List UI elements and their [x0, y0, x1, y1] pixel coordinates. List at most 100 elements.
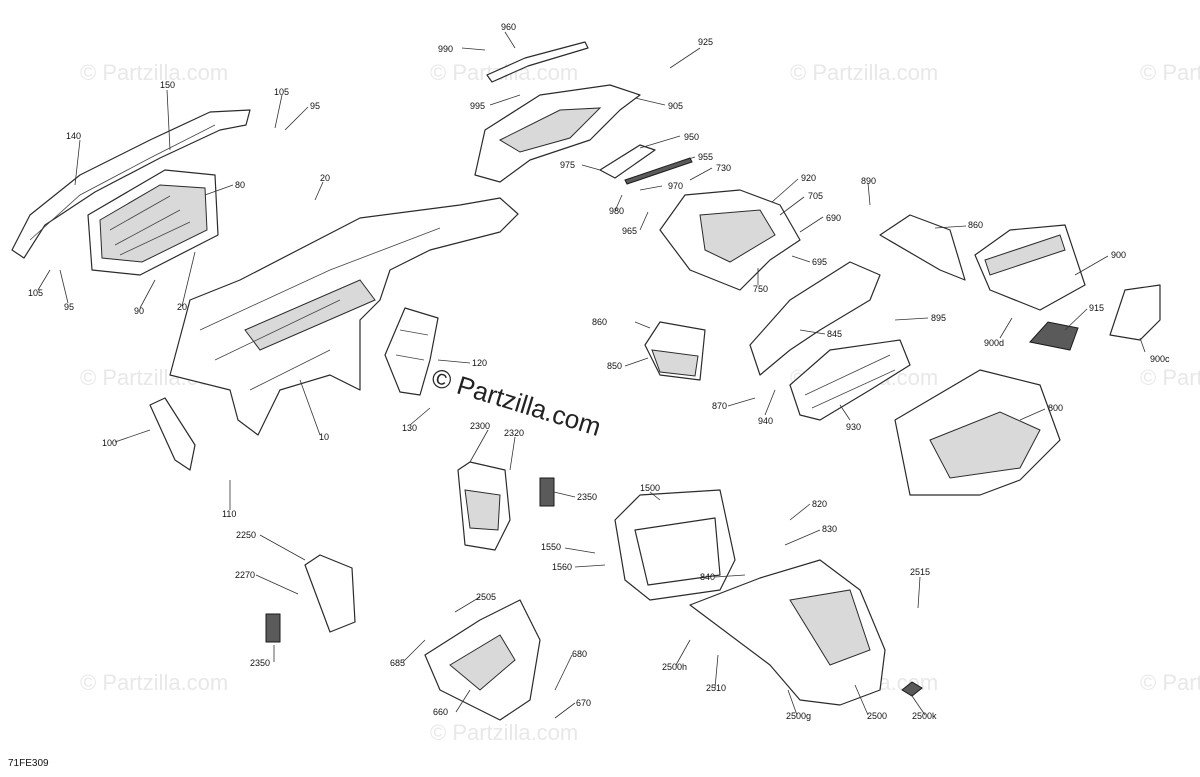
- callout-label: 890: [861, 176, 876, 186]
- part-1500-bezel[interactable]: [614, 489, 736, 601]
- callout-label: 130: [402, 423, 417, 433]
- callout-label: 2500k: [912, 711, 937, 721]
- part-850-box[interactable]: [644, 321, 706, 381]
- part-120-bracket[interactable]: [384, 307, 439, 396]
- watermark: © Partzilla.com: [1140, 670, 1200, 695]
- callout-label: 2505: [476, 592, 496, 602]
- callout-label: 915: [1089, 303, 1104, 313]
- callout-label: 850: [607, 361, 622, 371]
- callout-label: 680: [572, 649, 587, 659]
- part-900-block[interactable]: [974, 224, 1086, 311]
- part-2300-duct[interactable]: [457, 461, 511, 551]
- diagram-code: 71FE309: [8, 758, 49, 769]
- watermark: © Partzilla.com: [1140, 60, 1200, 85]
- part-10-dashboard-frame[interactable]: [169, 197, 519, 436]
- part-2500k-clip[interactable]: [901, 681, 923, 697]
- part-915-grille[interactable]: [1029, 321, 1079, 351]
- callout-label: 105: [28, 288, 43, 298]
- callout-label: 80: [235, 180, 245, 190]
- callout-label: 150: [160, 80, 175, 90]
- callout-label: 705: [808, 191, 823, 201]
- callout-label: 750: [753, 284, 768, 294]
- part-2500-console[interactable]: [689, 559, 886, 706]
- callout-label: 10: [319, 432, 329, 442]
- callout-label: 2510: [706, 683, 726, 693]
- callout-label: 1560: [552, 562, 572, 572]
- part-860-cover[interactable]: [879, 214, 966, 281]
- callout-label: 965: [622, 226, 637, 236]
- callout-label: 900c: [1150, 354, 1170, 364]
- watermark: © Partzilla.com: [80, 670, 228, 695]
- callout-label: 2500: [867, 711, 887, 721]
- leader-lines: [37, 31, 1146, 719]
- callout-label: 2300: [470, 421, 490, 431]
- callout-label: 920: [801, 173, 816, 183]
- callout-label: 695: [812, 257, 827, 267]
- callout-label: 905: [668, 101, 683, 111]
- part-800-housing[interactable]: [894, 369, 1061, 496]
- callout-label: 670: [576, 698, 591, 708]
- callout-label: 990: [438, 44, 453, 54]
- callout-label: 960: [501, 22, 516, 32]
- callout-label: 840: [700, 572, 715, 582]
- part-950-bracket[interactable]: [599, 144, 656, 179]
- callout-label: 860: [968, 220, 983, 230]
- callout-label: 2500h: [662, 662, 687, 672]
- callout-label: 730: [716, 163, 731, 173]
- callout-label: 895: [931, 313, 946, 323]
- part-960-rod[interactable]: [486, 41, 589, 83]
- callout-label: 925: [698, 37, 713, 47]
- callout-label: 820: [812, 499, 827, 509]
- callout-label: 20: [177, 302, 187, 312]
- callout-label: 685: [390, 658, 405, 668]
- callout-label: 95: [64, 302, 74, 312]
- callout-label: 845: [827, 329, 842, 339]
- part-660-lower-panel[interactable]: [424, 599, 541, 721]
- callout-label: 95: [310, 101, 320, 111]
- callout-label: 20: [320, 173, 330, 183]
- part-705-box[interactable]: [659, 189, 801, 291]
- part-900c-panel[interactable]: [1109, 284, 1161, 341]
- callout-label: 2350: [577, 492, 597, 502]
- callout-label: 1500: [640, 483, 660, 493]
- callout-label: 2250: [236, 530, 256, 540]
- callout-label: 900: [1111, 250, 1126, 260]
- callout-label: 870: [712, 401, 727, 411]
- part-100-side-piece[interactable]: [149, 397, 196, 471]
- part-140-trim-strip[interactable]: [11, 109, 251, 259]
- callout-label: 2350: [250, 658, 270, 668]
- callout-label: 800: [1048, 403, 1063, 413]
- callout-label: 975: [560, 160, 575, 170]
- callout-labels: 960 990 995 925 905 950 975 955 970 730 …: [28, 22, 1170, 721]
- part-905-upper-shroud[interactable]: [474, 84, 641, 183]
- part-80-vent-panel[interactable]: [87, 169, 219, 276]
- callout-label: 940: [758, 416, 773, 426]
- part-2350-grille[interactable]: [265, 477, 555, 643]
- callout-label: 980: [609, 206, 624, 216]
- callout-label: 140: [66, 131, 81, 141]
- callout-label: 100: [102, 438, 117, 448]
- callout-label: 2270: [235, 570, 255, 580]
- callout-label: 2320: [504, 428, 524, 438]
- watermark: © Partzilla.com: [790, 60, 938, 85]
- callout-label: 660: [433, 707, 448, 717]
- callout-label: 105: [274, 87, 289, 97]
- callout-label: 930: [846, 422, 861, 432]
- part-845-rail[interactable]: [749, 261, 881, 376]
- callout-label: 950: [684, 132, 699, 142]
- watermark: © Partzilla.com: [1140, 365, 1200, 390]
- watermark: © Partzilla.com: [430, 720, 578, 745]
- callout-label: 830: [822, 524, 837, 534]
- callout-label: 900d: [984, 338, 1004, 348]
- callout-label: 1550: [541, 542, 561, 552]
- callout-label: 120: [472, 358, 487, 368]
- part-2250-cover[interactable]: [304, 554, 356, 633]
- callout-label: 90: [134, 306, 144, 316]
- watermark: © Partzilla.com: [80, 60, 228, 85]
- callout-label: 2515: [910, 567, 930, 577]
- callout-label: 690: [826, 213, 841, 223]
- callout-label: 2500g: [786, 711, 811, 721]
- part-930-plate[interactable]: [789, 339, 911, 421]
- callout-label: 970: [668, 181, 683, 191]
